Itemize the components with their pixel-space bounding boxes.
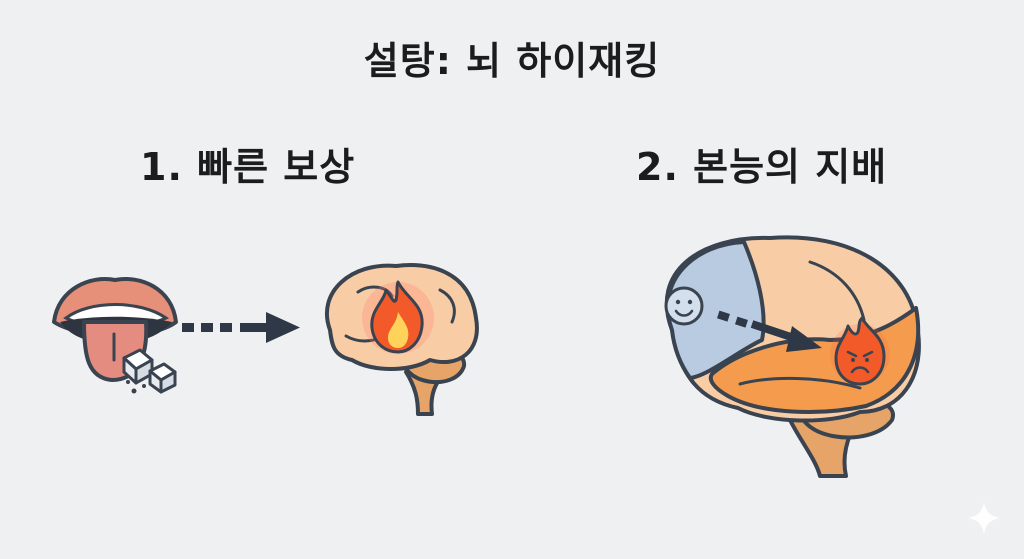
panel-2-label: 2. 본능의 지배 [636,145,888,189]
arrow-icon [717,310,822,352]
arrow-icon [182,312,300,343]
smiley-face-icon [664,286,704,326]
page-title: 설탕: 뇌 하이재킹 [363,39,661,83]
sparkle-icon [968,502,1000,534]
panel-1-label: 1. 빠른 보상 [140,145,356,189]
sugar-cube-icon [148,362,177,394]
angry-flame-icon [834,316,886,386]
mouth-icon [52,277,178,382]
flame-icon [370,280,424,354]
